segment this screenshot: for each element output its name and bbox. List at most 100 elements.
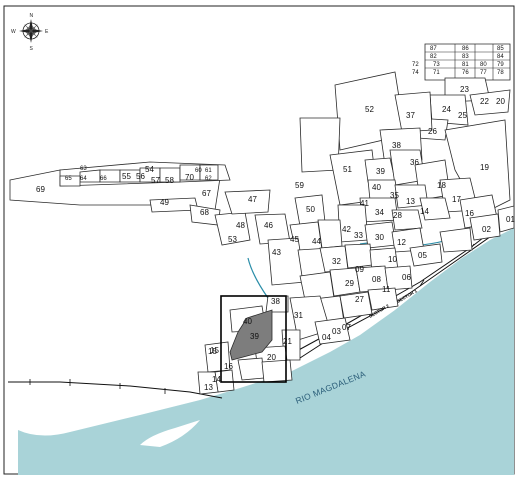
block-label: 13 (406, 197, 415, 206)
block-label: 60 (195, 168, 202, 174)
block-label: 04 (322, 333, 331, 342)
block-label: 69 (36, 185, 45, 194)
block-label: 06 (402, 273, 411, 282)
block-label: 36 (410, 158, 419, 167)
block-label: 68 (200, 208, 209, 217)
block-label: 20 (496, 97, 505, 106)
selection-label: 13 (204, 383, 213, 392)
highlighted-block-39 (229, 309, 273, 361)
block-label: 41 (360, 199, 369, 208)
block-label: 07 (342, 323, 351, 332)
block-label: 51 (343, 165, 352, 174)
block-label: 33 (354, 231, 363, 240)
block-label: 76 (462, 70, 469, 76)
block-label: 03 (332, 327, 341, 336)
compass-e: E (45, 29, 49, 35)
selection-label: 40 (243, 317, 252, 326)
block-label: 12 (397, 238, 406, 247)
block-label: 79 (497, 62, 504, 68)
selection-label: 16 (224, 362, 233, 371)
compass-rose-icon: N S E W (11, 13, 49, 52)
block-label: 84 (497, 54, 504, 60)
block-label: 78 (497, 70, 504, 76)
block-label: 39 (376, 167, 385, 176)
selection-label: 38 (271, 297, 280, 306)
block-label: 64 (80, 176, 87, 182)
block-label: 53 (228, 235, 237, 244)
block-label: 28 (393, 211, 402, 220)
block-label: 61 (205, 168, 212, 174)
block-label: 17 (452, 195, 461, 204)
block-label: 63 (80, 166, 87, 172)
block-label: 40 (372, 183, 381, 192)
block-label: 30 (375, 233, 384, 242)
block-label: 83 (462, 54, 469, 60)
central-blocks (267, 194, 413, 345)
block-label: 54 (145, 165, 154, 174)
block-label: 85 (497, 46, 504, 52)
block-label: 23 (460, 85, 469, 94)
block-label: 42 (342, 225, 351, 234)
west-blocks (9, 161, 291, 246)
block-label: 29 (345, 279, 354, 288)
block-label: 50 (306, 205, 315, 214)
block-label: 81 (462, 62, 469, 68)
block-label: 01 (506, 215, 515, 224)
block-label: 44 (312, 237, 321, 246)
block-label: 49 (160, 198, 169, 207)
block-label: 80 (480, 62, 487, 68)
block-label: 34 (375, 208, 384, 217)
block-label: 52 (365, 105, 374, 114)
block-label: 55 (122, 172, 131, 181)
block-label: 62 (205, 176, 212, 182)
block-label: 16 (465, 209, 474, 218)
compass-w: W (11, 29, 16, 35)
block-label: 19 (480, 163, 489, 172)
block-label: 74 (412, 70, 419, 76)
block-label: 73 (433, 62, 440, 68)
block-label: 57 (151, 176, 160, 185)
block-label: 35 (390, 191, 399, 200)
block-label: 22 (480, 97, 489, 106)
block-label: 45 (290, 235, 299, 244)
block-label: 77 (480, 70, 487, 76)
selection-label: 14 (212, 375, 221, 384)
block-label: 82 (430, 54, 437, 60)
selection-label: 20 (267, 353, 276, 362)
block-label: 86 (462, 46, 469, 52)
selection-label: 31 (294, 311, 303, 320)
block-label: 67 (202, 189, 211, 198)
selection-label: 39 (250, 332, 259, 341)
block-label: 65 (65, 176, 72, 182)
block-label: 09 (355, 265, 364, 274)
selection-label: 15 (210, 346, 219, 355)
block-label: 70 (185, 173, 194, 182)
northeast-blocks (299, 43, 515, 267)
block-label: 87 (430, 46, 437, 52)
block-label: 38 (392, 141, 401, 150)
block-label: 47 (248, 195, 257, 204)
block-label: 18 (437, 181, 446, 190)
block-label: 08 (372, 275, 381, 284)
block-label: 27 (355, 295, 364, 304)
compass-s: S (30, 46, 34, 52)
river-magdalena (18, 228, 514, 475)
selection-labels: 38 40 39 31 21 20 16 15 14 13 (204, 297, 303, 392)
selection-label: 21 (283, 337, 292, 346)
block-label: 02 (482, 225, 491, 234)
block-label: 48 (236, 221, 245, 230)
block-label: 10 (388, 255, 397, 264)
block-label: 14 (420, 207, 429, 216)
selection-frame (220, 295, 287, 383)
block-label: 56 (136, 172, 145, 181)
block-labels: 87 86 85 82 83 84 81 80 79 72 73 74 71 7… (36, 46, 515, 356)
block-label: 25 (458, 111, 467, 120)
block-label: 26 (428, 127, 437, 136)
block-label: 71 (433, 70, 440, 76)
block-label: 66 (100, 176, 107, 182)
block-label: 46 (264, 221, 273, 230)
block-label: 11 (382, 285, 391, 294)
block-label: 37 (406, 111, 415, 120)
block-label: 15 (208, 347, 217, 356)
block-label: 59 (295, 181, 304, 190)
